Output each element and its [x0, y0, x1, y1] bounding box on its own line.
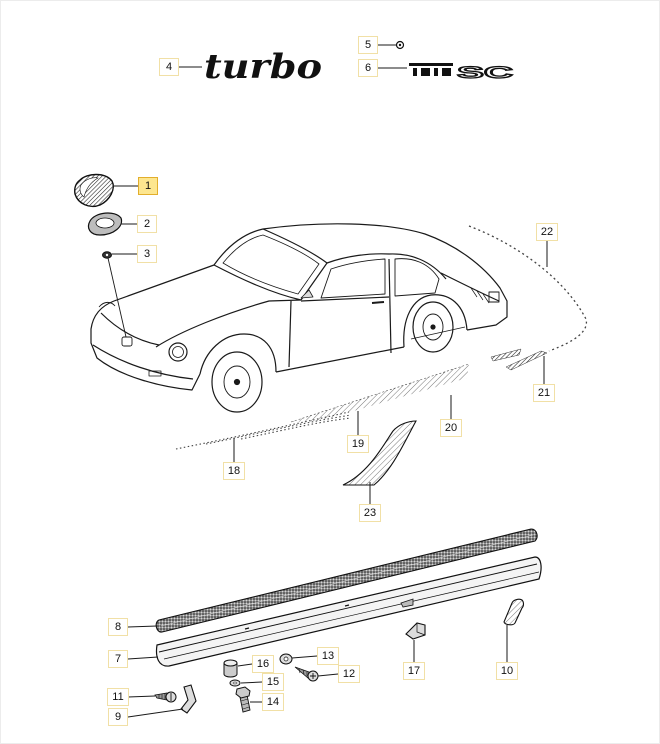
turbo-logo: turbo	[204, 47, 322, 87]
part-3-crest-nut	[102, 251, 112, 259]
leader-line	[240, 681, 263, 684]
part-9-bracket	[180, 684, 197, 714]
part-14-bolt	[235, 686, 251, 713]
callout-7[interactable]: 7	[108, 650, 128, 668]
part-21-rear-stripe	[490, 348, 548, 371]
leader-line	[291, 655, 318, 659]
part-23-trim-panel	[342, 420, 417, 486]
callout-21[interactable]: 21	[533, 384, 555, 402]
part-12-screw	[294, 666, 319, 682]
part-15-washer	[229, 679, 241, 687]
part-7-sill-trim	[155, 556, 542, 667]
callout-1[interactable]: 1	[138, 177, 158, 195]
callout-5[interactable]: 5	[358, 36, 378, 54]
part-5-washer	[395, 40, 405, 50]
callout-11[interactable]: 11	[107, 688, 129, 706]
part-1-hood-crest	[74, 173, 114, 208]
part-10-end-bracket	[503, 598, 525, 626]
callout-8[interactable]: 8	[108, 618, 128, 636]
part-22-rear-stripe	[468, 225, 588, 352]
part-19-20-side-stripe	[290, 363, 470, 423]
callout-19[interactable]: 19	[347, 435, 369, 453]
leader-line	[127, 625, 158, 628]
sc-logo: SC	[457, 63, 513, 82]
part-13-washer	[279, 653, 293, 665]
part-6-sc-badge: SC	[409, 62, 514, 83]
callout-12[interactable]: 12	[338, 665, 360, 683]
callout-4[interactable]: 4	[159, 58, 179, 76]
callout-20[interactable]: 20	[440, 419, 462, 437]
part-11-screw	[154, 691, 177, 703]
part-16-spacer	[223, 659, 238, 678]
callout-10[interactable]: 10	[496, 662, 518, 680]
callout-9[interactable]: 9	[108, 708, 128, 726]
part-2-crest-gasket	[87, 212, 123, 236]
leader-line	[127, 656, 159, 660]
car-body-drawing	[90, 223, 508, 413]
part-4-turbo-badge: turbo	[204, 47, 322, 87]
callout-16[interactable]: 16	[252, 655, 274, 673]
leader-line	[127, 695, 156, 698]
callout-17[interactable]: 17	[403, 662, 425, 680]
leader-line	[127, 708, 184, 718]
callout-14[interactable]: 14	[262, 693, 284, 711]
callout-3[interactable]: 3	[137, 245, 157, 263]
leader-line	[317, 673, 339, 677]
callout-6[interactable]: 6	[358, 59, 378, 77]
leader-lines	[112, 44, 548, 718]
part-8-rubber-strip	[155, 528, 538, 633]
callout-22[interactable]: 22	[536, 223, 558, 241]
leader-line	[237, 663, 253, 667]
callout-23[interactable]: 23	[359, 504, 381, 522]
callout-2[interactable]: 2	[137, 215, 157, 233]
part-18-side-stripe	[175, 411, 352, 450]
callout-13[interactable]: 13	[317, 647, 339, 665]
part-17-clip	[405, 622, 426, 640]
callout-15[interactable]: 15	[262, 673, 284, 691]
callout-18[interactable]: 18	[223, 462, 245, 480]
